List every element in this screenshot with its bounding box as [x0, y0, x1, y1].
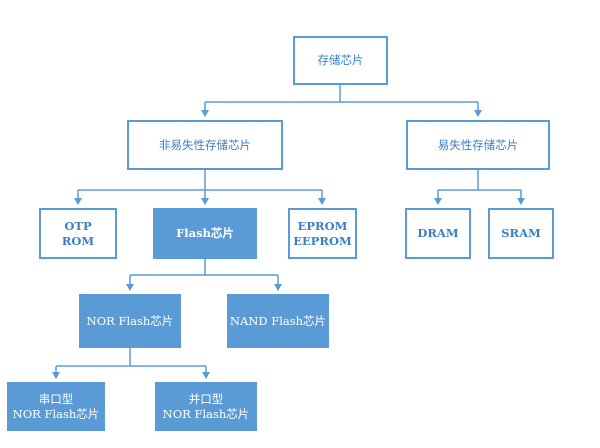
node-dram: DRAM [405, 208, 471, 259]
node-nand-flash-label: NAND Flash芯片 [229, 313, 327, 328]
node-sram: SRAM [488, 208, 554, 259]
node-nor-flash-chip: NOR Flash芯片 [79, 294, 181, 348]
node-nonvolatile-storage-chip: 非易失性存储芯片 [127, 120, 283, 170]
connector-volatile [438, 170, 521, 191]
node-serial-nor-flash: 串口型 NOR Flash芯片 [7, 382, 105, 431]
node-volatile-storage-chip: 易失性存储芯片 [406, 120, 550, 170]
node-parallel-nor-label: 并口型 NOR Flash芯片 [162, 391, 250, 421]
node-eprom-eeprom-label: EPROM EEPROM [293, 218, 352, 248]
node-flash-chip: Flash芯片 [153, 208, 257, 259]
node-otp-rom-label: OTP ROM [61, 218, 95, 248]
node-sram-label: SRAM [501, 226, 541, 240]
node-nand-flash-chip: NAND Flash芯片 [227, 294, 329, 348]
node-flash-chip-label: Flash芯片 [176, 226, 234, 240]
node-nonvolatile-label: 非易失性存储芯片 [159, 137, 251, 152]
node-parallel-nor-flash: 并口型 NOR Flash芯片 [155, 382, 257, 431]
node-otp-rom: OTP ROM [39, 208, 117, 259]
connector-flash [130, 259, 278, 276]
node-storage-chip-label: 存储芯片 [317, 53, 364, 67]
node-serial-nor-label: 串口型 NOR Flash芯片 [12, 391, 100, 421]
connector-root [205, 85, 478, 103]
node-dram-label: DRAM [417, 226, 459, 240]
node-volatile-label: 易失性存储芯片 [437, 137, 519, 152]
node-storage-chip: 存储芯片 [293, 36, 388, 85]
node-eprom-eeprom: EPROM EEPROM [288, 208, 357, 259]
node-nor-flash-label: NOR Flash芯片 [86, 313, 174, 328]
connector-nor [56, 348, 206, 367]
connector-nonvolatile [78, 170, 322, 191]
